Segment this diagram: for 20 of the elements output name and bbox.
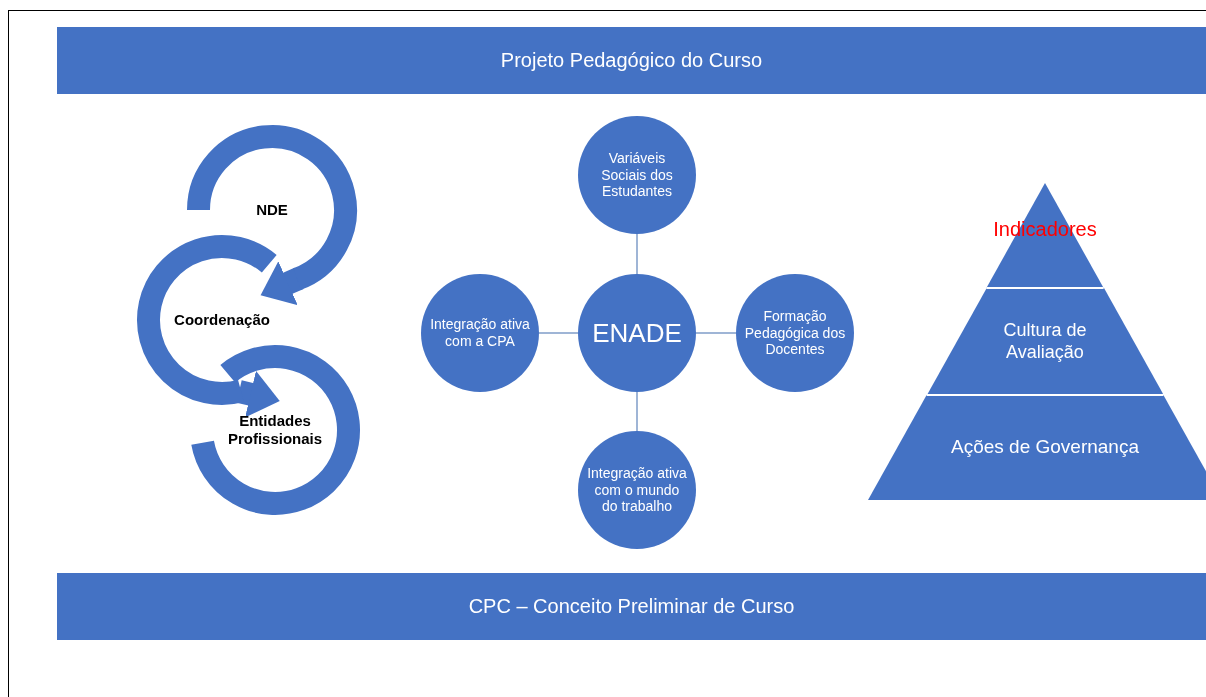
node-label: Integração ativa com o mundo do trabalho (586, 465, 688, 515)
node-label: CPC – Conceito Preliminar de Curso (468, 594, 795, 619)
connector-line (636, 233, 638, 275)
connector-line (538, 332, 579, 334)
node-label: Ações de Governança (951, 436, 1139, 459)
node-label: NDE (256, 201, 288, 219)
node-label: Cultura de Avaliação (1002, 320, 1088, 363)
node-label: Integração ativa com a CPA (429, 316, 531, 350)
circular-arrow-head (260, 261, 304, 306)
title-banner (57, 27, 1206, 94)
title-banner (57, 573, 1206, 640)
node-label: ENADE (592, 317, 682, 349)
pyramid-layer (868, 395, 1206, 500)
node-label: Projeto Pedagógico do Curso (500, 48, 763, 73)
node-label: Coordenação (174, 311, 270, 329)
connector-line (695, 332, 737, 334)
node-label: Variáveis Sociais dos Estudantes (600, 150, 674, 200)
node-label: Formação Pedagógica dos Docentes (744, 308, 846, 358)
connector-line (636, 391, 638, 432)
node-label: Entidades Profissionais (226, 412, 324, 448)
